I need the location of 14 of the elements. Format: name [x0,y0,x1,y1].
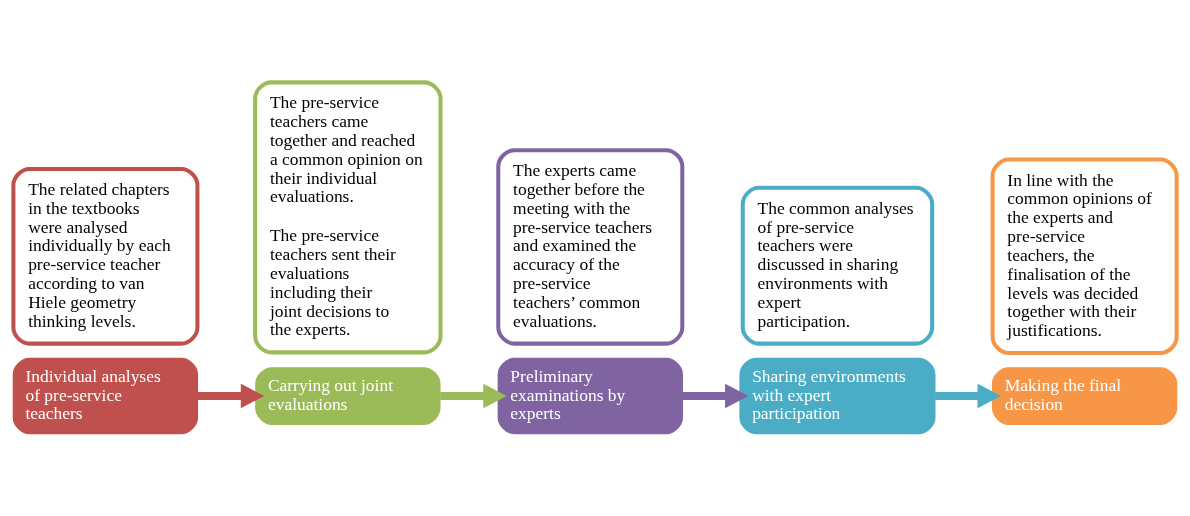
arrow [197,383,265,409]
node-box: The experts came together before the meeting with the pre-service teachers and examined the accuracy of the pre-service teachers’ common evaluations. [496,148,685,346]
node-box: The pre-service teachers came together and reached a common opinion on their individual evaluations. The pre-service teachers sent their evaluations including their joint decisions to the experts. [253,80,443,355]
arrow [935,383,1001,409]
node-box: Carrying out joint evaluations [255,367,441,425]
node-box: Sharing environments with expert participation [739,357,936,435]
node-box: Making the final decision [991,367,1178,425]
node-box: The related chapters in the textbooks were analysed individually by each pre-service teacher according to van Hiele geometry thinking levels. [11,167,200,346]
arrow [682,383,749,409]
node-box: Individual analyses of pre-service teachers [12,357,199,435]
node-box: In line with the common opinions of the experts and pre-service teachers, the finalisation of the levels was decided together with their justifications. [990,157,1179,356]
arrow [440,383,507,409]
node-box: Preliminary examinations by experts [497,357,683,435]
node-box: The common analyses of pre-service teachers were discussed in sharing environments with expert participation. [740,185,935,346]
